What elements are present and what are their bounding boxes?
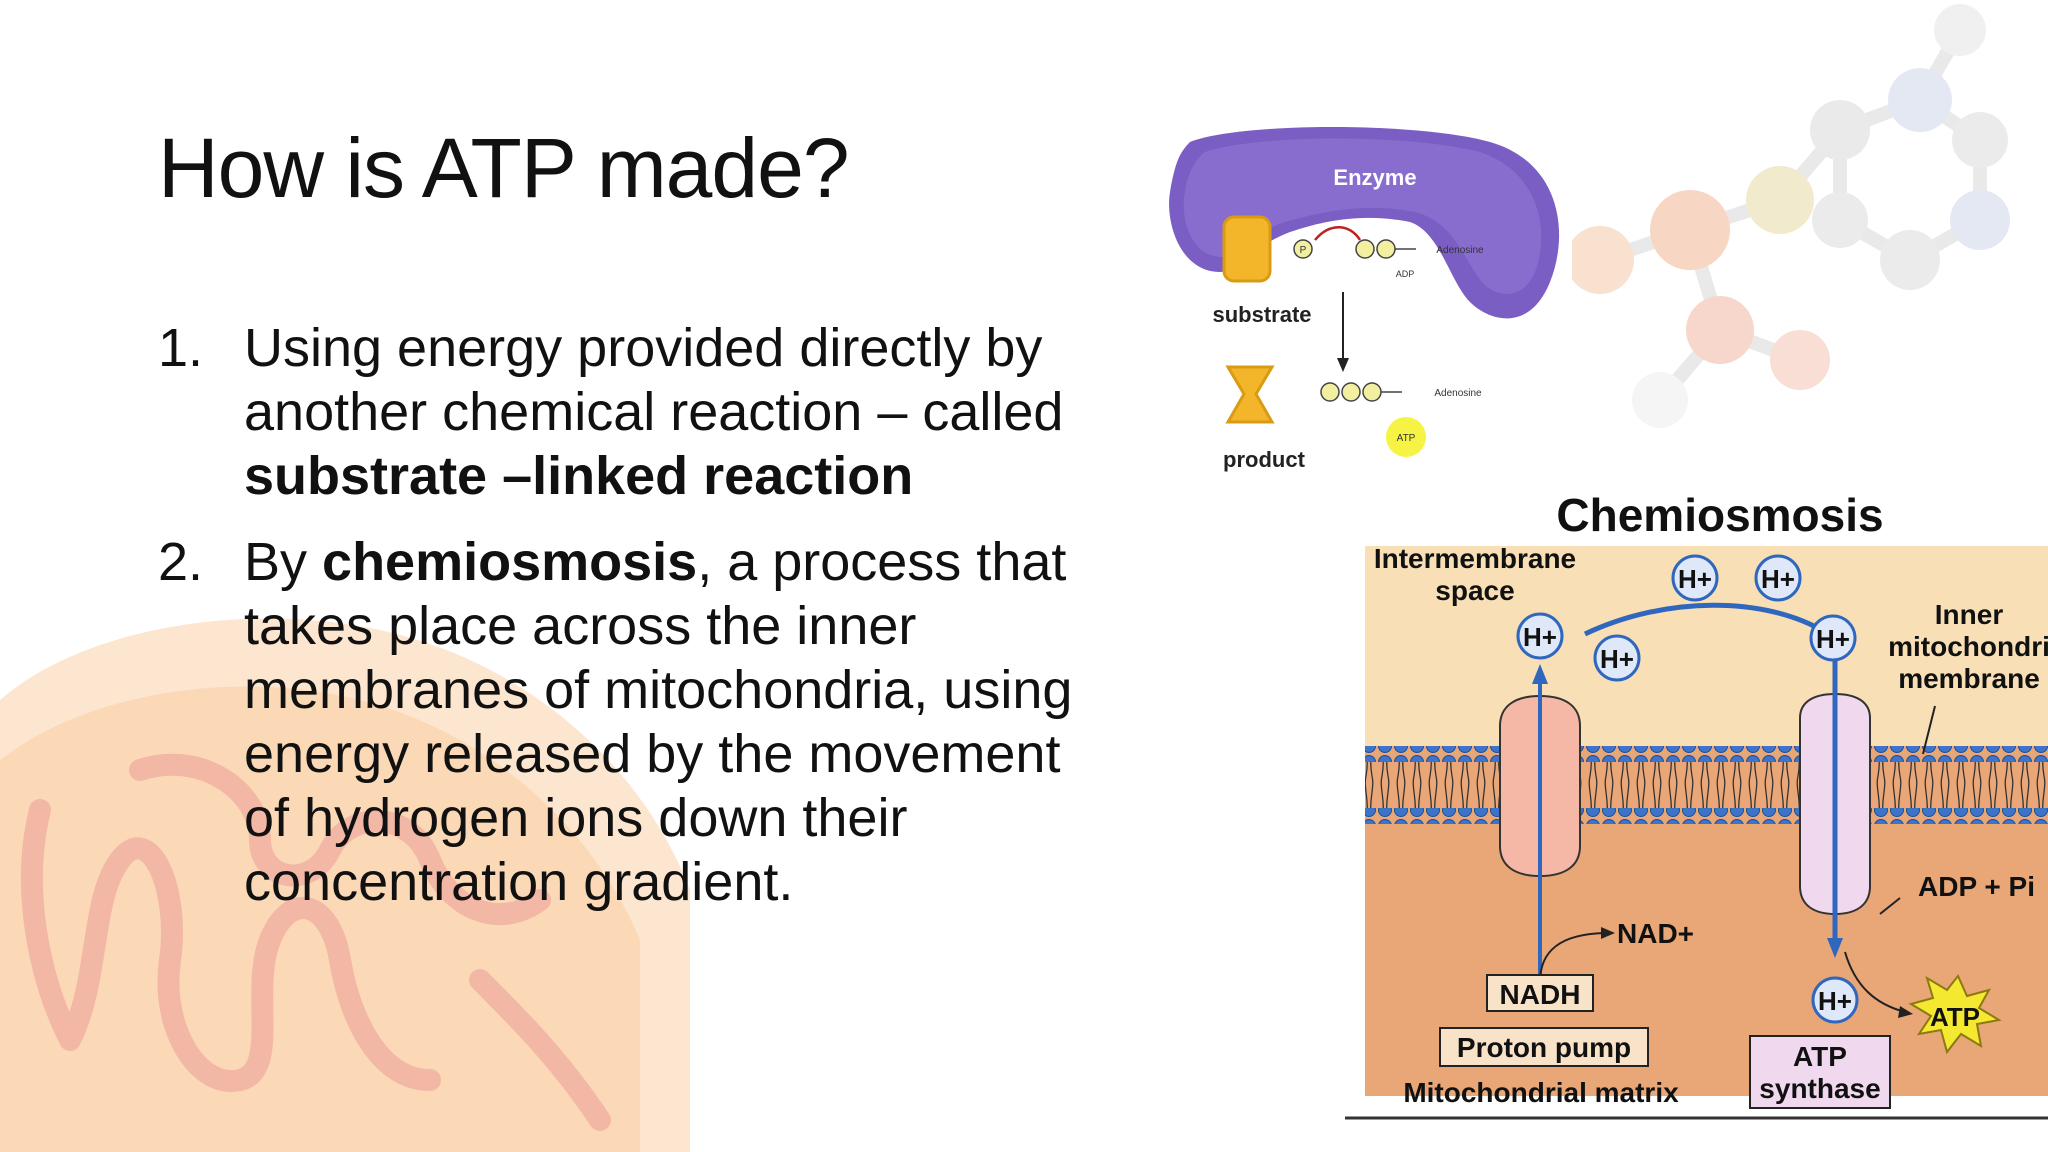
product-shape bbox=[1225, 365, 1275, 424]
list-text: , a process that takes place across the … bbox=[244, 532, 1073, 912]
nadh-box bbox=[1486, 974, 1594, 1012]
molecule-background-image bbox=[1566, 4, 2010, 428]
h-plus-ion-icon: H+ bbox=[1811, 976, 1859, 1024]
atp-burst-icon bbox=[1386, 417, 1426, 457]
matrix-label: Mitochondrial matrix bbox=[1403, 1077, 1679, 1108]
list-number: 2. bbox=[158, 532, 204, 592]
enzyme-diagram: Enzyme P Adenosine ADP substrate Adenosi… bbox=[1160, 122, 1572, 492]
proton-pump-box bbox=[1439, 1027, 1649, 1067]
list-text: By bbox=[244, 532, 323, 592]
membrane-outer-heads bbox=[1365, 746, 2048, 762]
atp-burst-icon bbox=[1908, 974, 2002, 1055]
slide-title: How is ATP made? bbox=[158, 121, 850, 215]
adenosine-label: Adenosine bbox=[1434, 388, 1482, 399]
h-plus-label: H+ bbox=[1600, 644, 1634, 674]
list-item: 1. Using energy provided directly by ano… bbox=[158, 316, 1108, 508]
h-plus-label: H+ bbox=[1678, 564, 1712, 594]
list-text: Using energy provided directly by anothe… bbox=[244, 318, 1064, 442]
list-number: 1. bbox=[158, 318, 204, 378]
atp-synthase-label: synthase bbox=[1759, 1073, 1880, 1104]
h-plus-label: H+ bbox=[1761, 564, 1795, 594]
h-plus-ion-icon: H+ bbox=[1516, 612, 1564, 660]
inner-membrane-label: membrane bbox=[1898, 663, 2040, 694]
adp-pi-label: ADP + Pi bbox=[1918, 871, 2035, 902]
substrate-shape bbox=[1222, 215, 1272, 283]
inner-membrane-label: mitochondri bbox=[1888, 631, 2048, 662]
mitochondrion-background-image bbox=[0, 618, 690, 1152]
substrate-label: substrate bbox=[1212, 302, 1311, 327]
h-plus-ion-icon: H+ bbox=[1809, 614, 1857, 662]
atp-synthase-label: ATP bbox=[1793, 1041, 1847, 1072]
h-plus-ion-icon: H+ bbox=[1671, 554, 1719, 602]
atp-label: ATP bbox=[1397, 433, 1416, 444]
bullet-list: 1. Using energy provided directly by ano… bbox=[158, 316, 1108, 936]
adenosine-label: Adenosine bbox=[1436, 245, 1484, 256]
intermembrane-label: Intermembrane bbox=[1374, 546, 1576, 574]
intermembrane-label: space bbox=[1435, 575, 1514, 606]
h-plus-ion-icon: H+ bbox=[1593, 634, 1641, 682]
chemiosmosis-title: Chemiosmosis bbox=[1556, 489, 1884, 541]
chemiosmosis-diagram: NAD+ Intermembrane space Inner mitochond… bbox=[1345, 546, 2048, 1120]
phosphate-label: P bbox=[1300, 245, 1307, 256]
list-item: 2. By chemiosmosis, a process that takes… bbox=[158, 530, 1108, 914]
atp-synthase-box bbox=[1749, 1035, 1891, 1109]
h-plus-label: H+ bbox=[1816, 624, 1850, 654]
atp-product-label: ATP bbox=[1930, 1002, 1980, 1032]
h-plus-label: H+ bbox=[1818, 986, 1852, 1016]
list-bold-term: substrate –linked reaction bbox=[244, 446, 914, 506]
adp-label: ADP bbox=[1396, 269, 1415, 279]
product-label: product bbox=[1223, 447, 1306, 472]
inner-membrane-label: Inner bbox=[1935, 599, 2004, 630]
nad-plus-label: NAD+ bbox=[1617, 918, 1694, 949]
membrane-tails bbox=[1365, 762, 2048, 808]
nadh-label: NADH bbox=[1500, 979, 1581, 1010]
h-plus-ion-icon: H+ bbox=[1754, 554, 1802, 602]
h-plus-label: H+ bbox=[1523, 622, 1557, 652]
list-bold-term: chemiosmosis bbox=[322, 532, 698, 592]
membrane-inner-heads bbox=[1365, 808, 2048, 824]
proton-pump-label: Proton pump bbox=[1457, 1032, 1631, 1063]
enzyme-label: Enzyme bbox=[1333, 165, 1416, 190]
